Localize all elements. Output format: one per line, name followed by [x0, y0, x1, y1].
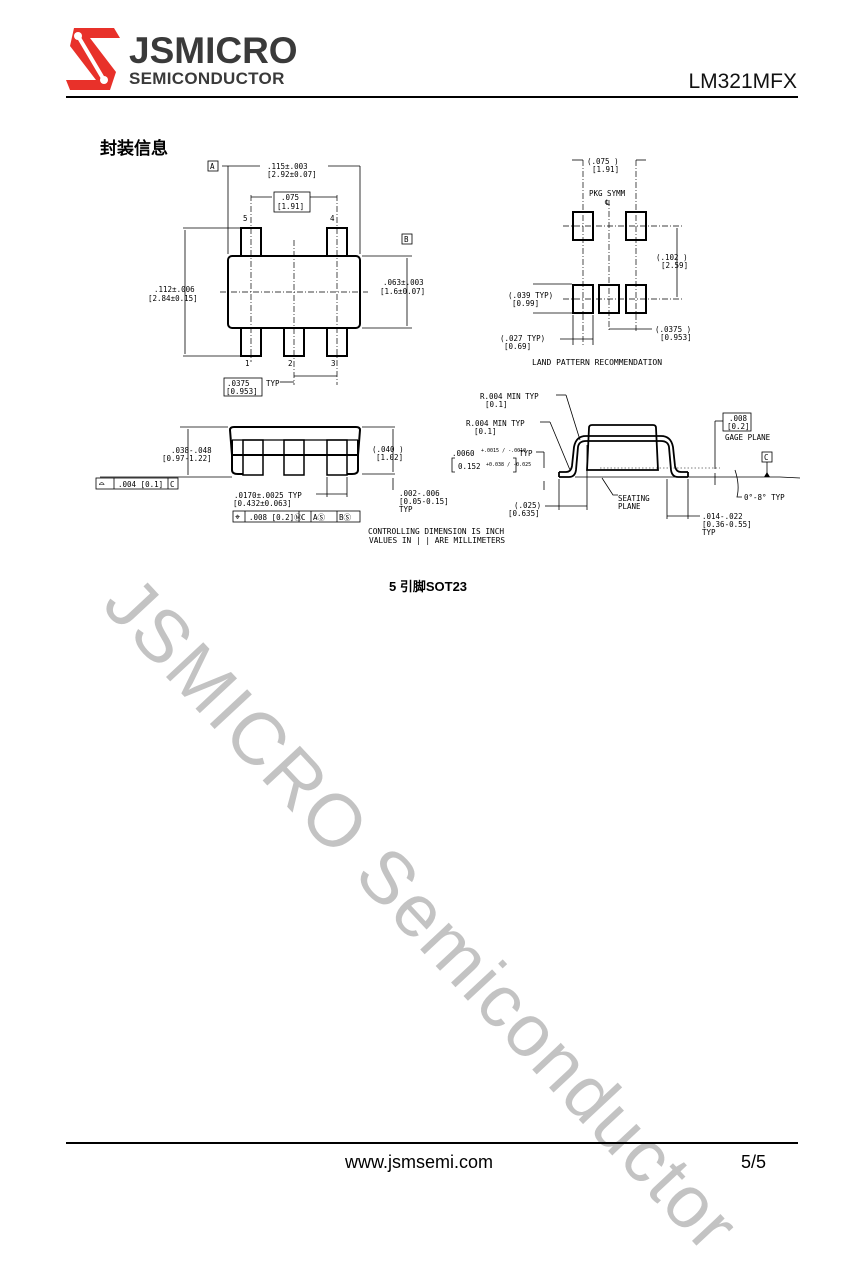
svg-text:[1.02]: [1.02]	[376, 453, 403, 462]
svg-text:(.102 ): (.102 )	[656, 253, 688, 262]
logo-wordmark: JSMICRO	[129, 30, 298, 71]
svg-text:AⓈ: AⓈ	[313, 513, 326, 522]
svg-text:4: 4	[330, 214, 335, 223]
package-drawing: A B .115±.003 [2.92±0.07] .075 [1.91] .1…	[95, 157, 801, 545]
page-number: 5/5	[741, 1152, 767, 1172]
svg-text:CONTROLLING DIMENSION IS IN: CONTROLLING DIMENSION IS INCH	[368, 527, 504, 536]
svg-text:5: 5	[243, 214, 248, 223]
svg-text:[0.1]: [0.1]	[474, 427, 497, 436]
svg-text:PLANE: PLANE	[618, 502, 641, 511]
svg-text:.115±.003: .115±.003	[267, 162, 308, 171]
svg-text:3: 3	[331, 359, 336, 368]
svg-text:[0.99]: [0.99]	[512, 299, 539, 308]
svg-text:.112±.006: .112±.006	[154, 285, 195, 294]
svg-text:.014-.022: .014-.022	[702, 512, 743, 521]
svg-text:(.027 TYP): (.027 TYP)	[500, 334, 545, 343]
section-title: 封装信息	[100, 139, 168, 158]
svg-text:⌖: ⌖	[235, 513, 240, 523]
svg-text:.075: .075	[281, 193, 299, 202]
end-view-labels: R.004 MIN TYP [0.1] R.004 MIN TYP [0.1] …	[452, 392, 785, 537]
svg-text:TYP: TYP	[519, 449, 533, 458]
svg-text:[2.84±0.15]: [2.84±0.15]	[148, 294, 198, 303]
svg-text:C: C	[170, 480, 175, 489]
side-view-labels: .038-.048 [0.97-1.22] (.040 ) [1.02] ⌓ .…	[99, 445, 449, 523]
svg-text:.0060: .0060	[452, 449, 475, 458]
svg-text:[0.36-0.55]: [0.36-0.55]	[702, 520, 752, 529]
svg-text:[1.91]: [1.91]	[277, 202, 304, 211]
svg-text:BⓈ: BⓈ	[339, 513, 352, 522]
package-caption: 5 引脚SOT23	[389, 579, 468, 594]
svg-text:(.039 TYP): (.039 TYP)	[508, 291, 553, 300]
svg-text:(.040 ): (.040 )	[372, 445, 404, 454]
svg-text:[0.97-1.22]: [0.97-1.22]	[162, 454, 212, 463]
svg-text:SEATING: SEATING	[618, 494, 650, 503]
svg-text:[0.635]: [0.635]	[508, 509, 540, 518]
svg-text:0°-8° TYP: 0°-8° TYP	[744, 493, 785, 502]
svg-text:[0.1]: [0.1]	[485, 400, 508, 409]
svg-text:[0.2]: [0.2]	[727, 422, 750, 431]
top-view	[183, 160, 413, 397]
svg-text:[0.69]: [0.69]	[504, 342, 531, 351]
svg-text:.002-.006: .002-.006	[399, 489, 440, 498]
part-number: LM321MFX	[688, 70, 797, 93]
header: JSMICRO SEMICONDUCTOR LM321MFX	[0, 0, 868, 100]
drawing-notes: CONTROLLING DIMENSION IS INCH VALUES IN …	[368, 527, 505, 545]
svg-text:(.025): (.025)	[514, 501, 541, 510]
svg-text:℄: ℄	[604, 198, 611, 207]
datum-b-label: B	[404, 235, 409, 244]
logo-subtitle: SEMICONDUCTOR	[129, 69, 285, 88]
land-pattern	[533, 159, 682, 345]
svg-text:[2.92±0.07]: [2.92±0.07]	[267, 170, 317, 179]
svg-text:TYP: TYP	[266, 379, 280, 388]
svg-text:[1.91]: [1.91]	[592, 165, 619, 174]
svg-text:[0.953]: [0.953]	[660, 333, 692, 342]
svg-text:TYP: TYP	[702, 528, 716, 537]
svg-text:C: C	[764, 453, 769, 462]
side-view	[95, 426, 395, 523]
svg-text:[0.953]: [0.953]	[226, 387, 258, 396]
svg-text:.063±.003: .063±.003	[383, 278, 424, 287]
svg-text:PKG SYMM: PKG SYMM	[589, 189, 626, 198]
svg-text:+0.038 / -0.025: +0.038 / -0.025	[486, 462, 531, 468]
top-view-labels: A B .115±.003 [2.92±0.07] .075 [1.91] .1…	[148, 162, 425, 396]
svg-text:(.075 ): (.075 )	[587, 157, 619, 166]
svg-text:[2.59]: [2.59]	[661, 261, 688, 270]
svg-text:GAGE PLANE: GAGE PLANE	[725, 433, 771, 442]
svg-text:[0.432±0.063]: [0.432±0.063]	[233, 499, 292, 508]
svg-text:⌓: ⌓	[99, 480, 105, 490]
svg-text:VALUES IN | | ARE MILLIME: VALUES IN | | ARE MILLIMETERS	[369, 536, 505, 545]
svg-text:2: 2	[288, 359, 293, 368]
svg-text:C: C	[301, 513, 306, 522]
land-pattern-labels: (.075 ) [1.91] PKG SYMM ℄ (.102 ) [2.59]…	[500, 157, 692, 351]
svg-text:.0375: .0375	[227, 379, 250, 388]
svg-text:(.0375 ): (.0375 )	[655, 325, 691, 334]
footer-url[interactable]: www.jsmsemi.com	[345, 1152, 494, 1172]
svg-text:.038-.048: .038-.048	[171, 446, 212, 455]
svg-text:+.0015 / -.0010: +.0015 / -.0010	[481, 448, 526, 454]
svg-text:1: 1	[245, 359, 250, 368]
svg-text:R.004 MIN TYP: R.004 MIN TYP	[480, 392, 539, 401]
svg-text:.004 [0.1]: .004 [0.1]	[118, 480, 163, 489]
land-pattern-caption: LAND PATTERN RECOMMENDATION	[532, 358, 662, 367]
svg-text:[1.6±0.07]: [1.6±0.07]	[380, 287, 425, 296]
header-divider	[66, 96, 798, 98]
jsmicro-logo-icon	[66, 28, 120, 90]
svg-text:0.152: 0.152	[458, 462, 481, 471]
svg-text:R.004 MIN TYP: R.004 MIN TYP	[466, 419, 525, 428]
svg-text:[0.05-0.15]: [0.05-0.15]	[399, 497, 449, 506]
datum-a-label: A	[210, 162, 215, 171]
svg-text:.0170±.0025 TYP: .0170±.0025 TYP	[234, 491, 302, 500]
svg-text:TYP: TYP	[399, 505, 413, 514]
svg-text:.008: .008	[729, 414, 748, 423]
footer-divider	[66, 1142, 798, 1144]
svg-text:.008 [0.2]Ⓜ: .008 [0.2]Ⓜ	[249, 513, 302, 522]
